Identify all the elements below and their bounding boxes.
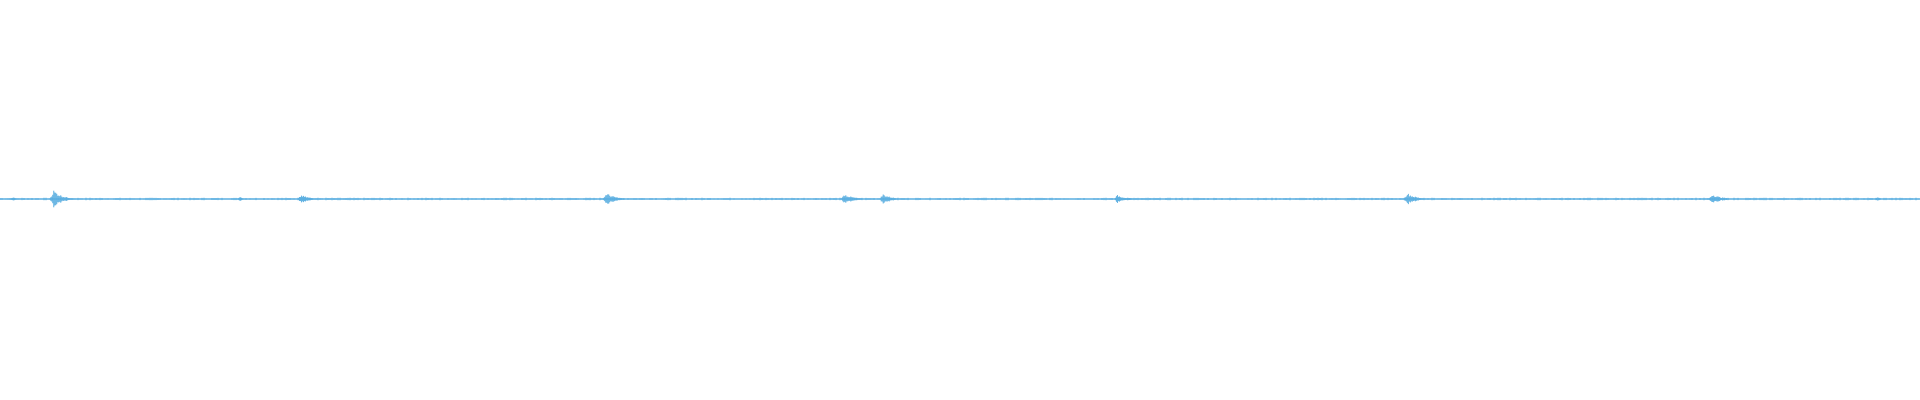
waveform-transient bbox=[841, 195, 875, 203]
waveform-transient bbox=[1403, 193, 1437, 205]
waveform-transient bbox=[50, 190, 84, 208]
waveform-transient bbox=[297, 195, 331, 203]
waveform-transient bbox=[603, 194, 637, 204]
waveform-transient bbox=[879, 194, 913, 204]
waveform-transient bbox=[1709, 195, 1743, 203]
waveform-transient bbox=[236, 197, 252, 201]
waveform-transient bbox=[1113, 195, 1147, 203]
waveform-transient bbox=[1874, 197, 1890, 201]
waveform-transients bbox=[9, 190, 1890, 208]
waveform-transient bbox=[9, 197, 25, 201]
